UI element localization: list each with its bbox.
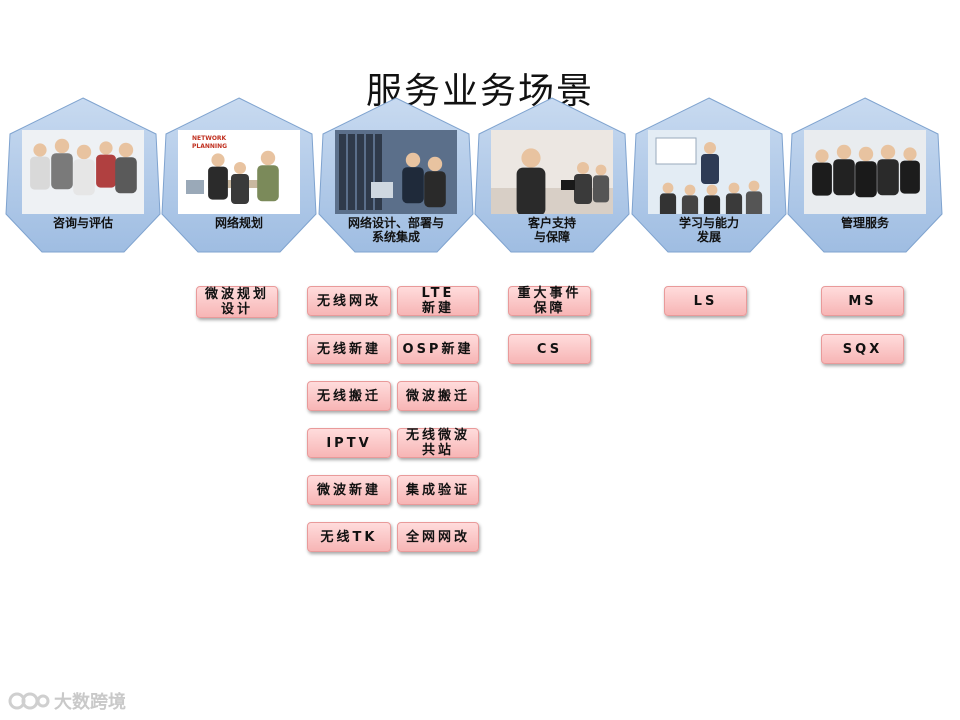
scenario-label: 网络规划 xyxy=(214,216,263,230)
watermark-text: 大数跨境 xyxy=(54,692,126,713)
service-button[interactable]: MS xyxy=(821,286,904,316)
scenario-card[interactable]: 咨询与评估 xyxy=(4,96,162,254)
scenario-card[interactable]: 客户支持 与保障 xyxy=(473,96,631,254)
scenario-label: 客户支持 与保障 xyxy=(527,216,576,244)
service-button[interactable]: 重大事件 保障 xyxy=(508,286,591,316)
service-button[interactable]: 集成验证 xyxy=(397,475,479,505)
watermark-logo-icon xyxy=(8,692,50,710)
service-button[interactable]: 无线网改 xyxy=(307,286,391,316)
svg-text:PLANNING: PLANNING xyxy=(192,143,227,150)
service-button[interactable]: 无线新建 xyxy=(307,334,391,364)
service-button[interactable]: SQX xyxy=(821,334,904,364)
service-button[interactable]: 无线TK xyxy=(307,522,391,552)
service-button[interactable]: OSP新建 xyxy=(397,334,479,364)
service-button[interactable]: 微波新建 xyxy=(307,475,391,505)
scenario-card[interactable]: 网络设计、部署与 系统集成 xyxy=(317,96,475,254)
service-button[interactable]: LTE 新建 xyxy=(397,286,479,316)
scenario-photo xyxy=(804,130,926,214)
service-button[interactable]: 无线搬迁 xyxy=(307,381,391,411)
service-button[interactable]: IPTV xyxy=(307,428,391,458)
service-button[interactable]: 全网网改 xyxy=(397,522,479,552)
scenario-label: 咨询与评估 xyxy=(52,216,113,230)
service-button[interactable]: LS xyxy=(664,286,747,316)
scenario-label: 管理服务 xyxy=(840,216,889,230)
scenario-photo xyxy=(491,130,613,214)
scenario-photo xyxy=(648,130,770,214)
service-button[interactable]: CS xyxy=(508,334,591,364)
watermark: 大数跨境 xyxy=(8,688,126,714)
scenario-card[interactable]: 学习与能力 发展 xyxy=(630,96,788,254)
service-button[interactable]: 无线微波 共站 xyxy=(397,428,479,458)
scenario-label: 网络设计、部署与 系统集成 xyxy=(347,216,444,244)
svg-text:NETWORK: NETWORK xyxy=(192,135,227,142)
service-button[interactable]: 微波搬迁 xyxy=(397,381,479,411)
service-button[interactable]: 微波规划 设计 xyxy=(196,286,278,318)
scenario-label: 学习与能力 发展 xyxy=(678,216,739,244)
scenario-photo xyxy=(335,130,457,214)
scenario-card[interactable]: 管理服务 xyxy=(786,96,944,254)
scenario-photo xyxy=(22,130,144,214)
